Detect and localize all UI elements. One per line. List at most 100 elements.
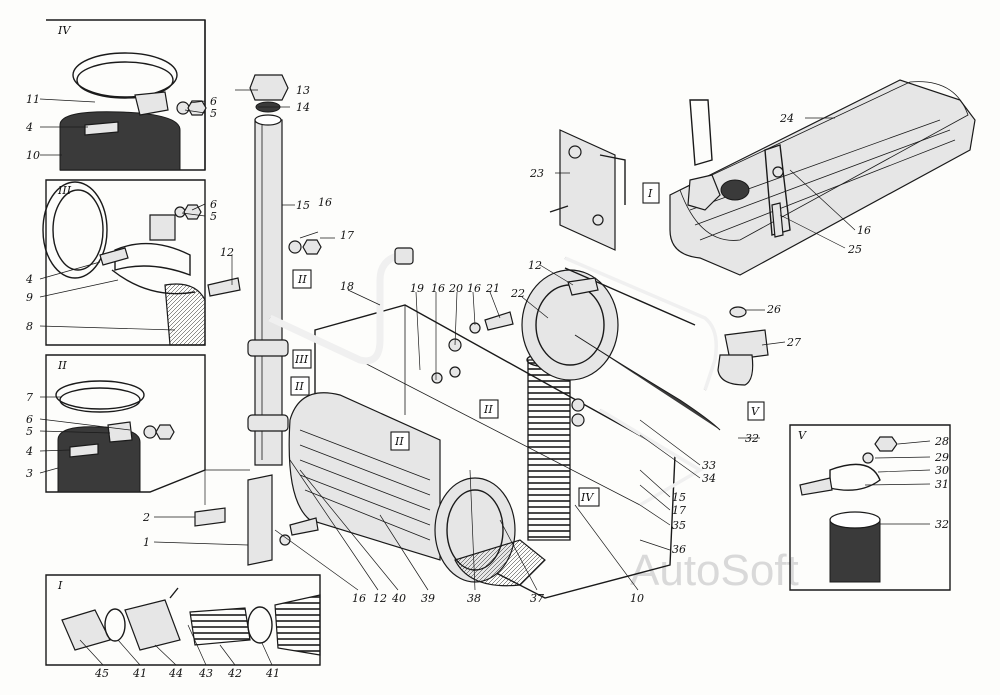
callout: 21: [485, 282, 500, 295]
callout: 14: [296, 101, 310, 114]
nut: [155, 424, 175, 440]
plug: [61, 609, 111, 651]
callout: 16: [431, 282, 445, 295]
bolt-12: [567, 277, 599, 296]
nut: [183, 204, 202, 220]
cap-13: [249, 74, 289, 101]
callout: 19: [410, 282, 424, 295]
callout: 29: [934, 451, 949, 464]
tag: II: [297, 273, 307, 286]
callout: 41: [265, 667, 280, 680]
elbow: [454, 539, 546, 587]
union-nut: [124, 599, 181, 651]
callout: 4: [25, 121, 33, 134]
callout: 11: [26, 93, 40, 106]
callout: 15: [672, 491, 686, 504]
tank-assembly: [288, 304, 676, 599]
callouts: 13 14 15 16 17 12 18 19 16 20 16 21 22 1…: [25, 84, 949, 680]
callout: 24: [779, 112, 794, 125]
inset-iii: [42, 179, 206, 346]
tag: III: [294, 353, 309, 366]
pipe-end: [59, 111, 181, 171]
clamp-lug: [134, 91, 169, 116]
callout: 9: [26, 291, 33, 304]
callout: 44: [168, 667, 183, 680]
leader-lines: [39, 89, 931, 666]
callout: 42: [227, 667, 242, 680]
pipe-section: [42, 181, 108, 279]
tag: II: [294, 380, 304, 393]
callout: 6: [210, 198, 217, 211]
callout: 33: [702, 459, 716, 472]
bolt: [69, 443, 99, 458]
inset-label-i: I: [57, 579, 63, 592]
nut: [187, 100, 207, 116]
callout: 28: [934, 435, 949, 448]
callout: 18: [340, 280, 354, 293]
tag: IV: [580, 491, 594, 504]
inset-label-ii: II: [57, 359, 67, 372]
callout: 16: [352, 592, 366, 605]
washer: [862, 452, 874, 464]
tag: II: [394, 435, 404, 448]
inset-ii: [45, 354, 206, 493]
inset-i: [45, 574, 321, 666]
callout: 8: [26, 320, 33, 333]
callout: 12: [528, 259, 542, 272]
watermark: AutoSoft: [630, 546, 799, 595]
inset-labels: IV III II I V: [57, 24, 807, 592]
callout: 26: [766, 303, 781, 316]
callout: 40: [391, 592, 406, 605]
callout: 34: [702, 472, 716, 485]
callout: 6: [210, 95, 217, 108]
callout: 12: [373, 592, 387, 605]
callout: 16: [857, 224, 871, 237]
clamp: [247, 414, 289, 432]
callout: 22: [510, 287, 525, 300]
callout: 25: [847, 243, 862, 256]
callout: 3: [26, 467, 33, 480]
inset-label-iv: IV: [57, 24, 71, 37]
callout: 4: [25, 445, 33, 458]
callout: 23: [529, 167, 544, 180]
callout: 5: [210, 107, 217, 120]
nut: [874, 436, 898, 452]
washer: [176, 101, 190, 115]
fitting-27: [717, 306, 769, 386]
callout: 12: [220, 246, 234, 259]
callout: 17: [340, 229, 354, 242]
inset-label-iii: III: [57, 184, 72, 197]
fitting: [720, 179, 750, 201]
callout: 20: [448, 282, 463, 295]
callout: 13: [296, 84, 310, 97]
washer: [143, 425, 157, 439]
bracket-1: [247, 474, 273, 566]
pipe-18: [268, 247, 414, 365]
callout: 32: [935, 518, 949, 531]
callout: 30: [935, 464, 949, 477]
exhaust-pipe: [194, 74, 289, 566]
tag: II: [483, 403, 493, 416]
callout: 31: [935, 478, 949, 491]
callout: 27: [786, 336, 801, 349]
clamp: [829, 463, 881, 491]
strap: [689, 99, 713, 166]
pipe-thread: [274, 594, 321, 656]
callout: 41: [132, 667, 147, 680]
frame-tags: II III II II II IV I V: [290, 182, 765, 507]
callout: 2: [142, 511, 150, 524]
callout: 10: [26, 149, 40, 162]
callout: 38: [467, 592, 481, 605]
callout: 45: [94, 667, 109, 680]
clamp-bolt: [84, 121, 119, 136]
callout: 1: [143, 536, 150, 549]
callout: 15: [296, 199, 310, 212]
fuel-tank-24: [669, 79, 976, 276]
hose-32: [574, 334, 721, 431]
clamp-ring: [114, 242, 191, 277]
callout: 10: [630, 592, 644, 605]
callout: 7: [26, 391, 33, 404]
bracket-23: [549, 129, 626, 251]
